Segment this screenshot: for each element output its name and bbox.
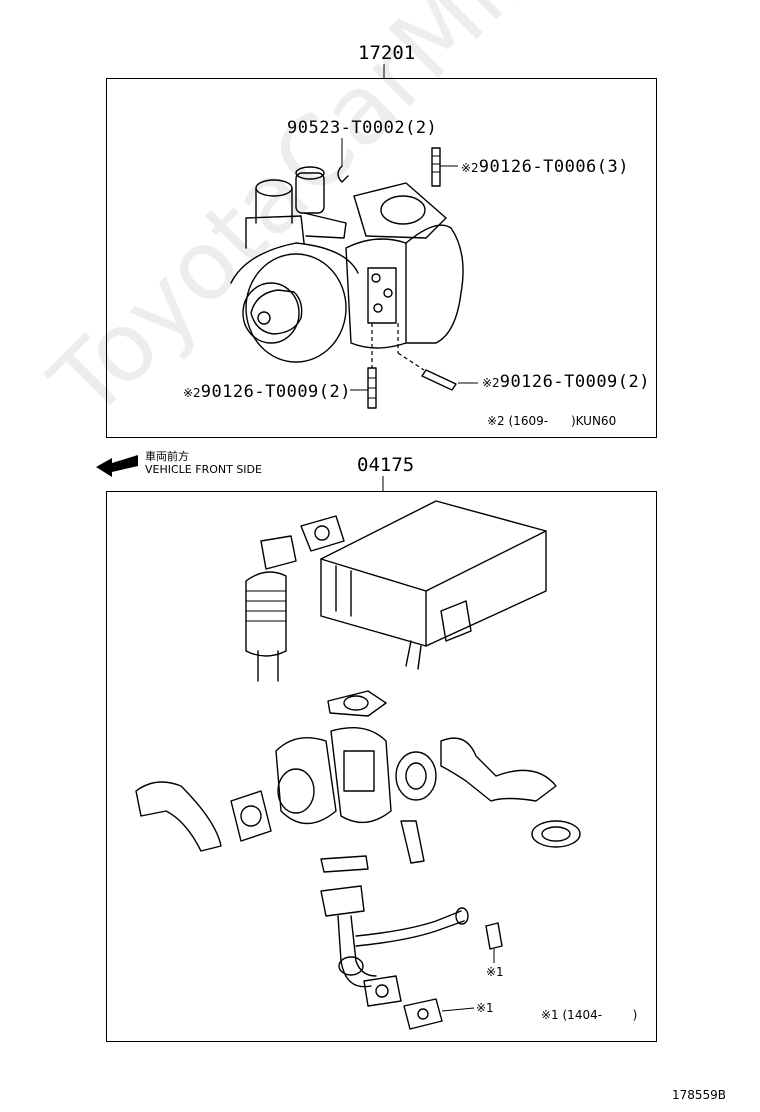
part-label: 90126-T0009(2) <box>200 382 351 402</box>
bottom-footnote: ※1 (1404- ) <box>541 1008 638 1022</box>
part-label-stud-upper: ※290126-T0006(3) <box>461 157 629 177</box>
part-label-clip: 90523-T0002(2) <box>287 118 438 138</box>
top-footnote: ※2 (1609- )KUN60 <box>487 414 617 428</box>
vehicle-front-arrow-icon <box>96 455 138 477</box>
part-label: 90126-T0009(2) <box>499 372 650 392</box>
footnote-marker: ※2 <box>482 376 500 390</box>
footnote-marker: ※2 <box>183 386 201 400</box>
part-label: 90126-T0006(3) <box>478 157 629 177</box>
direction-label-en: VEHICLE FRONT SIDE <box>145 463 262 476</box>
marker-flange-gasket: ※1 <box>476 1001 494 1015</box>
figure-id: 178559B <box>672 1088 727 1102</box>
bottom-diagram-panel <box>106 491 657 1042</box>
top-diagram-panel <box>106 78 657 438</box>
top-section-code: 17201 <box>358 42 416 64</box>
bottom-section-code: 04175 <box>357 454 415 476</box>
part-label-stud-lower-left: ※290126-T0009(2) <box>183 382 351 402</box>
part-label-stud-lower-right: ※290126-T0009(2) <box>482 372 650 392</box>
direction-label-jp: 車両前方 <box>145 450 189 463</box>
marker-grommet: ※1 <box>486 965 504 979</box>
footnote-marker: ※2 <box>461 161 479 175</box>
turbocharger-drawing <box>230 138 478 409</box>
gasket-kit-drawing <box>135 500 581 1030</box>
